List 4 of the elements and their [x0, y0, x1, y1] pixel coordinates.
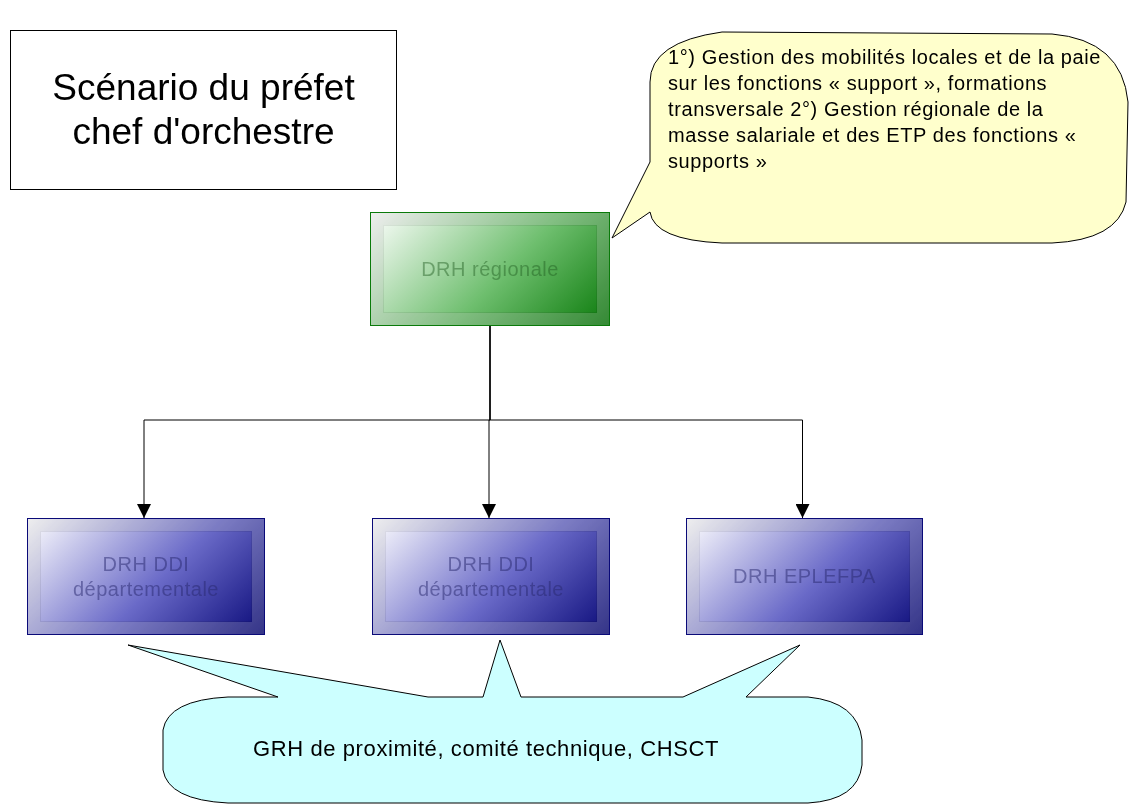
- callout-text: 1°) Gestion des mobilités locales et de la paie sur les fonctions « support », formations transversale 2°) Gestion régionale de la masse salariale et des ETP des fonctions « supports »: [668, 45, 1103, 174]
- title-box: Scénario du préfet chef d'orchestre: [10, 30, 397, 190]
- callout-text: GRH de proximité, comité technique, CHSCT: [253, 735, 719, 763]
- connector-arrow: [489, 325, 810, 519]
